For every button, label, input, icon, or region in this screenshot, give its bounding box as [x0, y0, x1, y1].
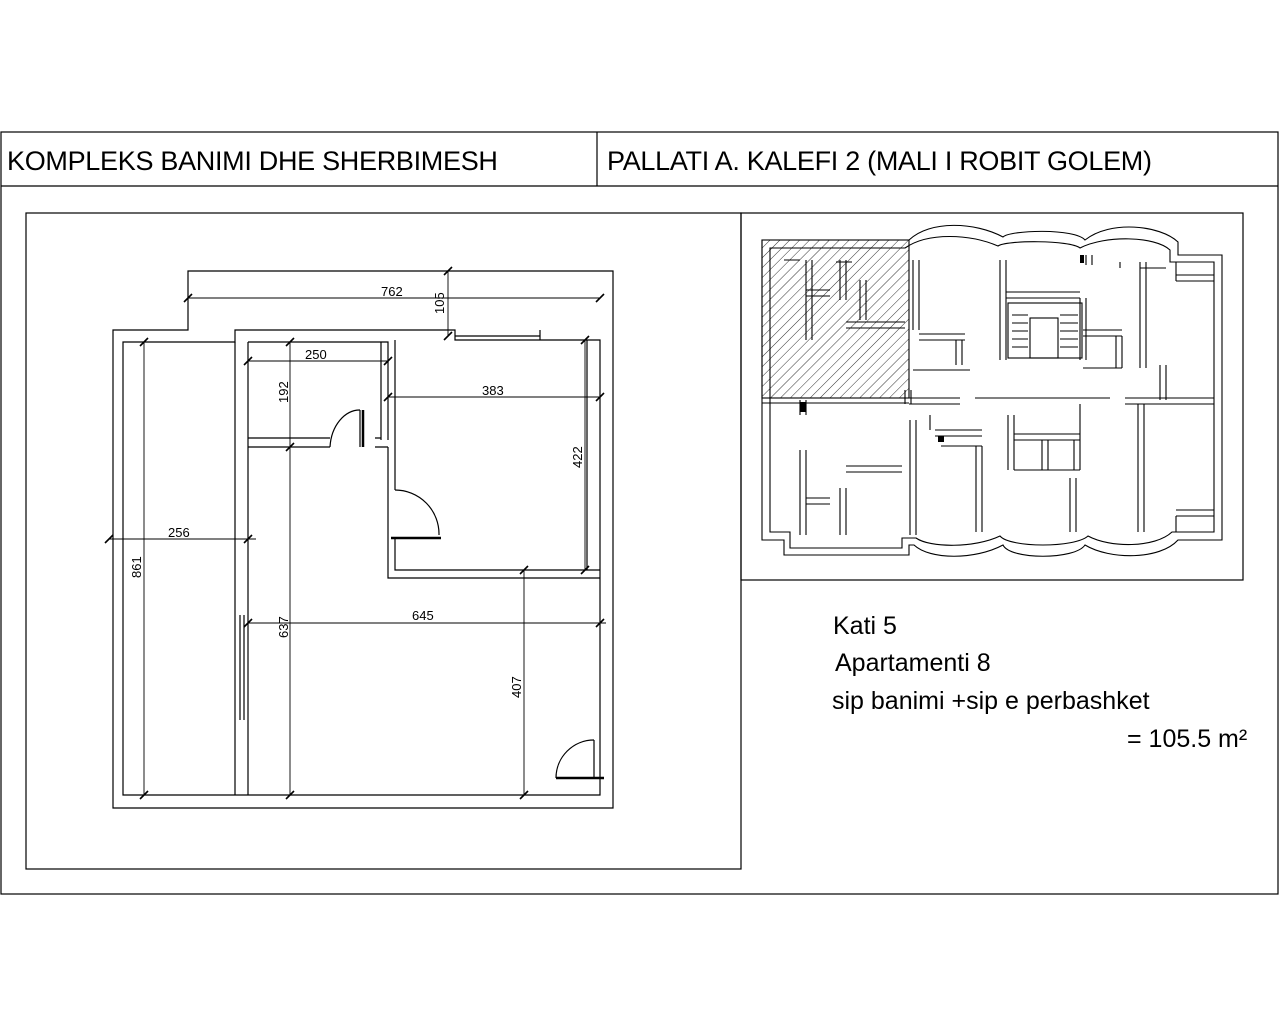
dim-407: 407 — [509, 676, 524, 698]
dim-250: 250 — [305, 347, 327, 362]
dimension-ticks — [104, 266, 605, 800]
area-value: = 105.5 m² — [1127, 725, 1248, 753]
floor-label: Kati 5 — [833, 612, 897, 640]
apartment-label: Apartamenti 8 — [835, 649, 991, 677]
door-swings — [329, 409, 604, 780]
dim-383: 383 — [482, 383, 504, 398]
dim-762: 762 — [381, 284, 403, 299]
dim-645: 645 — [412, 608, 434, 623]
building-title: PALLATI A. KALEFI 2 (MALI I ROBIT GOLEM) — [607, 146, 1152, 176]
dim-422: 422 — [570, 446, 585, 468]
apartment-plan — [112, 270, 614, 809]
dimension-labels: 762 105 250 192 383 422 256 861 637 645 … — [129, 284, 585, 698]
dimension-lines — [109, 271, 606, 795]
highlighted-apartment — [761, 239, 910, 399]
key-plan — [761, 224, 1223, 557]
dim-861: 861 — [129, 556, 144, 578]
dim-192: 192 — [276, 381, 291, 403]
dim-637: 637 — [276, 616, 291, 638]
area-label: sip banimi +sip e perbashket — [832, 687, 1150, 715]
key-plan-accents — [800, 255, 1084, 442]
complex-title: KOMPLEKS BANIMI DHE SHERBIMESH — [7, 146, 498, 176]
sheet-frame — [0, 131, 1279, 895]
dim-256: 256 — [168, 525, 190, 540]
dim-105: 105 — [432, 292, 447, 314]
